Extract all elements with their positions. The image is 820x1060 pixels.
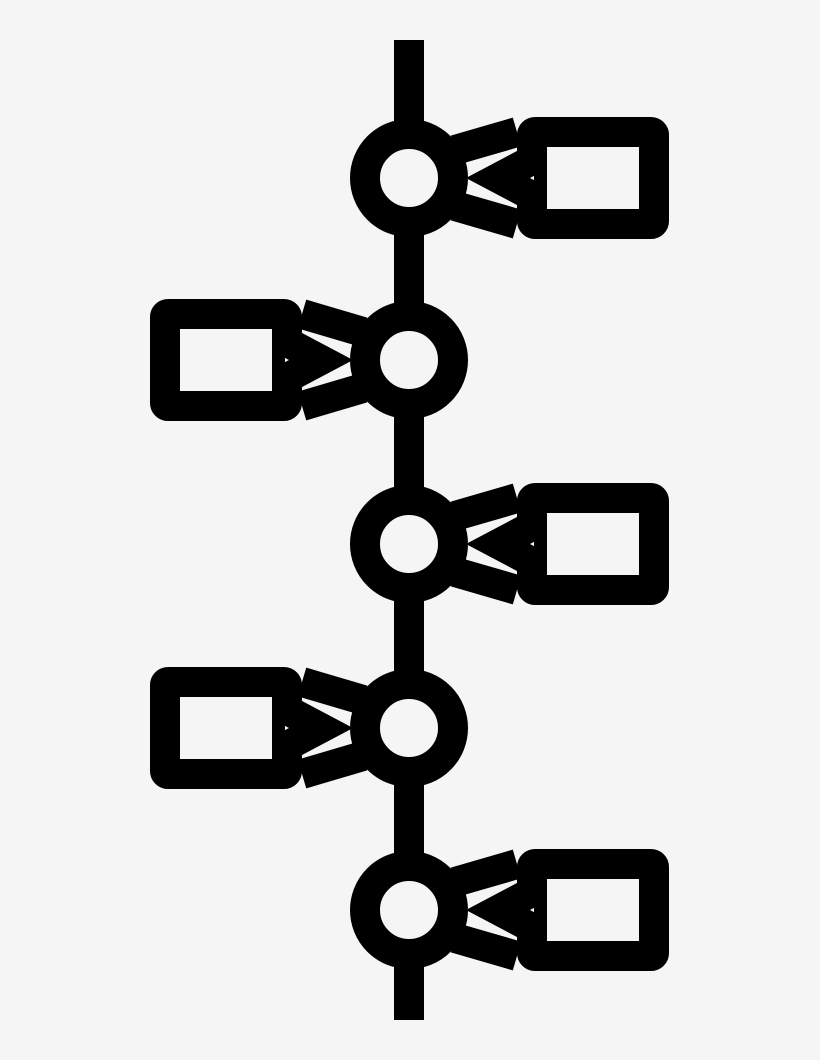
- callout-box: [517, 849, 669, 971]
- timeline-node-ring: [350, 485, 468, 603]
- connector-arm: [450, 923, 522, 971]
- callout-box: [150, 299, 302, 421]
- callout-box: [150, 667, 302, 789]
- callout-box: [517, 117, 669, 239]
- connector-arm: [450, 849, 522, 897]
- connector-arm: [450, 557, 522, 605]
- callout-pointer: [272, 328, 354, 392]
- callout-pointer: [465, 512, 547, 576]
- callout-pointer: [465, 146, 547, 210]
- callout-pointer: [272, 696, 354, 760]
- connector-arm: [297, 373, 368, 421]
- timeline-node-ring: [350, 119, 468, 237]
- callout-pointer: [465, 878, 547, 942]
- connector-arm: [450, 483, 522, 531]
- connector-arm: [297, 667, 368, 715]
- connector-arm: [297, 741, 368, 789]
- connector-arm: [450, 191, 522, 239]
- timeline-node-ring: [350, 301, 468, 419]
- timeline-node-ring: [350, 851, 468, 969]
- timeline-node-ring: [350, 669, 468, 787]
- connector-arm: [450, 117, 522, 165]
- callout-box: [517, 483, 669, 605]
- connector-arm: [297, 299, 368, 347]
